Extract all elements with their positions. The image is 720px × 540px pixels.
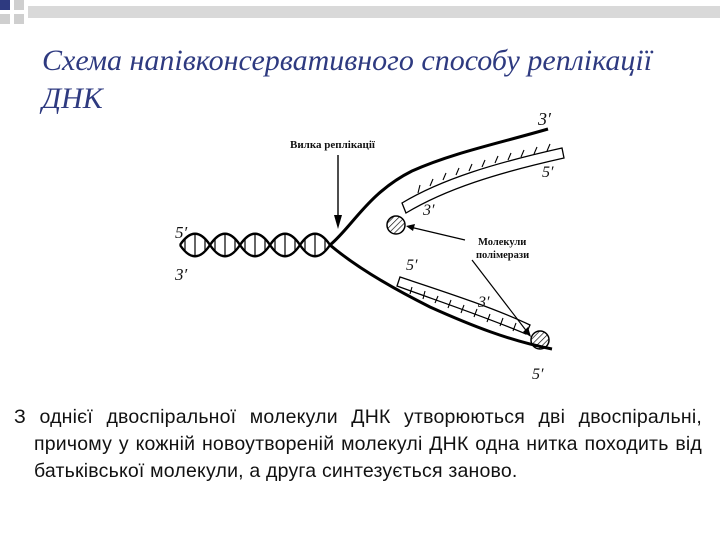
lower-polymerase-arrowhead [523,327,531,337]
lower-polymerase [530,330,550,350]
parental-double-helix [179,232,331,258]
fork-label: Вилка реплікації [290,139,376,151]
upper-parental-strand [329,127,549,247]
lower-new-strand [396,276,531,335]
end-lower-new-start: 5′ [406,257,418,274]
polymerase-label-line1: Молекули [478,237,526,248]
end-upper-inner: 5′ [542,164,554,181]
replication-fork-diagram: Вилка реплікації Молекули полімерази 5′ … [174,109,565,383]
corner-decoration [0,0,720,24]
upper-polymerase [386,215,406,235]
end-upper-new: 3′ [422,202,435,219]
end-left-bottom: 3′ [174,265,188,284]
body-paragraph: З однієї двоспіральної молекули ДНК утво… [14,406,702,482]
end-left-top: 5′ [175,223,188,242]
upper-new-strand [401,143,565,214]
end-lower-outer: 5′ [532,366,544,383]
end-upper-outer: 3′ [537,109,552,129]
helix-base-pairs [184,235,326,255]
upper-polymerase-arrowhead [406,224,415,231]
polymerase-label-line2: полімерази [476,250,529,261]
fork-arrow [334,155,342,229]
lower-parental-strand [329,243,553,351]
end-lower-new-end: 3′ [477,294,490,311]
polymerase-arrows [409,226,529,334]
slide-title: Схема напівконсервативного способу реплі… [42,44,653,115]
